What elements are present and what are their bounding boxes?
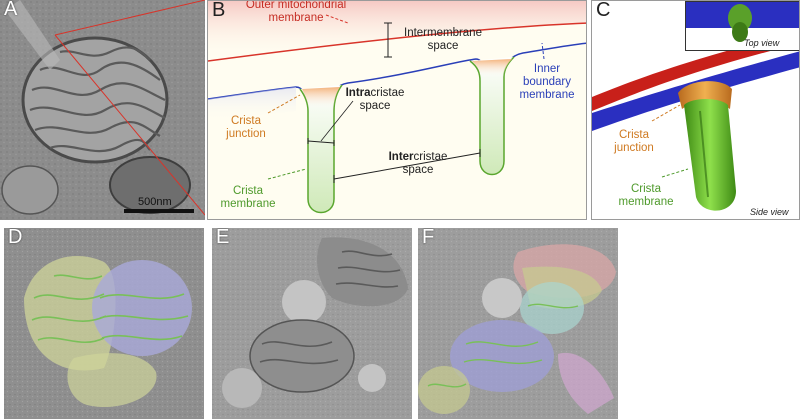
intercristae-bold: Inter	[388, 151, 414, 163]
intracristae-space-word: space	[359, 100, 391, 112]
intercristae-space-word: space	[402, 164, 434, 176]
panel-letter-c: C	[596, 0, 611, 21]
top-view-render	[686, 2, 799, 42]
em-micrograph-d	[4, 228, 204, 419]
panel-letter-d: D	[8, 228, 23, 248]
panel-a-em-image: A 500nm	[0, 0, 205, 220]
crista-schematic	[208, 1, 586, 214]
top-view-inset: Top view	[685, 1, 799, 51]
intracristae-rest: cristae	[370, 87, 405, 99]
side-view-label: Side view	[750, 207, 789, 217]
crista-junction-label: Crista junction	[226, 115, 266, 140]
crista-junction-3d-label: Crista junction	[614, 129, 654, 154]
outer-membrane-label: Outer mitochondrial membrane	[245, 0, 347, 24]
top-view-label: Top view	[744, 38, 780, 48]
intermembrane-space-label: Intermembrane space	[404, 27, 482, 52]
crista-membrane-3d-label: Crista membrane	[618, 183, 674, 208]
panel-c-3d-render: Top view C Crista junction Crista membra…	[591, 0, 800, 220]
crista-3d-model	[592, 31, 799, 211]
em-micrograph-f	[418, 228, 618, 419]
intracristae-space-label: Intracristae space	[340, 87, 410, 113]
scale-bar-label: 500nm	[138, 196, 172, 208]
panel-letter-e: E	[216, 228, 230, 248]
em-micrograph-a	[0, 0, 205, 220]
panel-b-schematic: B Outer mitochondrial membrane Intermemb…	[207, 0, 587, 220]
intracristae-bold: Intra	[345, 87, 371, 99]
panel-d-segmented-em: D	[4, 228, 204, 419]
em-micrograph-e	[212, 228, 412, 419]
panel-letter-b: B	[212, 0, 226, 21]
panel-letter-f: F	[422, 228, 435, 248]
intercristae-space-label: Intercristae space	[378, 151, 458, 177]
intercristae-rest: cristae	[413, 151, 448, 163]
panel-letter-a: A	[4, 0, 18, 20]
panel-e-raw-em: E	[212, 228, 412, 419]
inner-boundary-membrane-label: Inner boundary membrane	[519, 63, 575, 101]
crista-membrane-label: Crista membrane	[220, 185, 276, 210]
panel-f-segmented-em: F	[418, 228, 618, 419]
